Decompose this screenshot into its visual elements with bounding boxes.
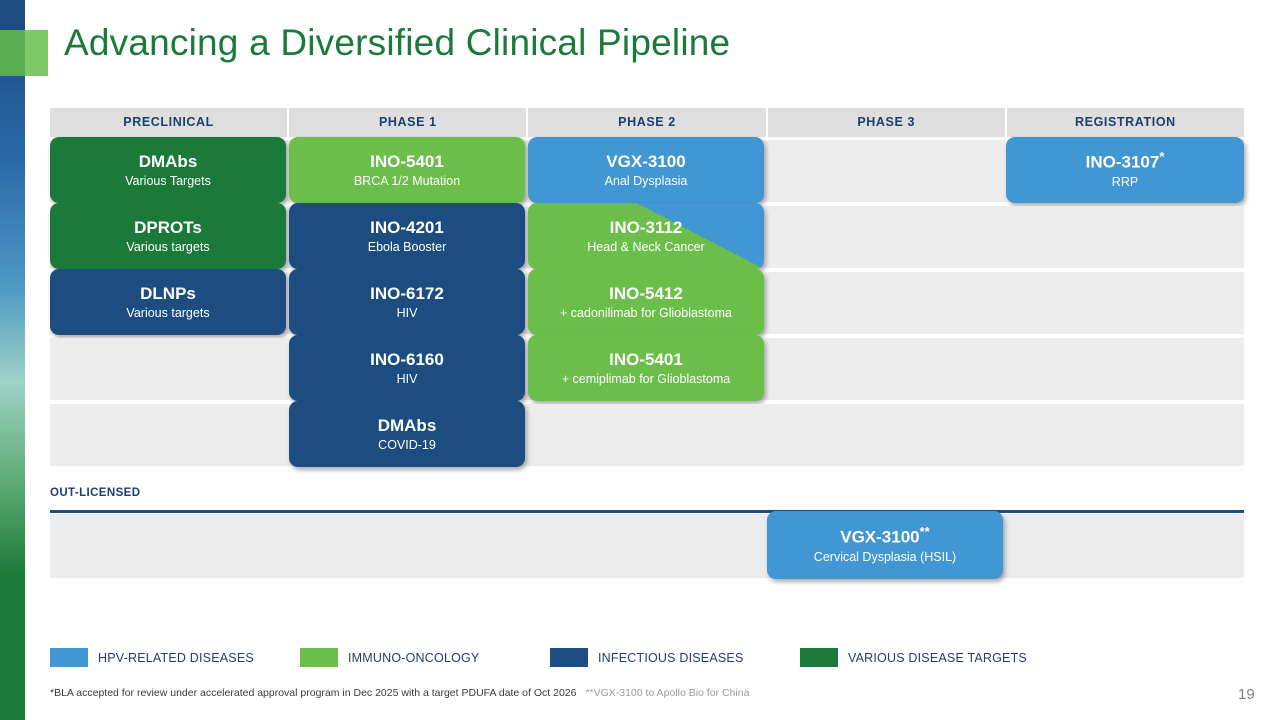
legend-swatch-icon: [50, 648, 88, 667]
pipeline-header-row: PRECLINICAL PHASE 1 PHASE 2 PHASE 3 REGI…: [50, 108, 1245, 137]
pipeline-card-indication: + cadonilimab for Glioblastoma: [560, 306, 732, 321]
pipeline-row: DMAbs Various Targets INO-5401 BRCA 1/2 …: [50, 137, 1244, 203]
decorative-square-green-dark: [0, 30, 25, 76]
pipeline-card[interactable]: INO-3112 Head & Neck Cancer: [528, 203, 764, 269]
pipeline-card[interactable]: DLNPs Various targets: [50, 269, 286, 335]
legend-item-hpv: HPV-RELATED DISEASES: [50, 648, 300, 667]
legend-item-immuno-oncology: IMMUNO-ONCOLOGY: [300, 648, 550, 667]
pipeline-card-indication: HIV: [396, 372, 418, 387]
pipeline-card-code: INO-4201: [370, 217, 444, 237]
decorative-square-green-light: [25, 30, 48, 76]
page-title: Advancing a Diversified Clinical Pipelin…: [64, 22, 731, 63]
pipeline-card-code: VGX-3100: [606, 151, 686, 171]
column-header-phase-3: PHASE 3: [767, 108, 1005, 137]
left-gradient-bar: [0, 0, 25, 720]
footnotes: *BLA accepted for review under accelerat…: [50, 687, 749, 699]
pipeline-card-code: INO-6160: [370, 349, 444, 369]
legend-item-various-targets: VARIOUS DISEASE TARGETS: [800, 648, 1050, 667]
pipeline-card[interactable]: INO-5401 BRCA 1/2 Mutation: [289, 137, 525, 203]
pipeline-row: DLNPs Various targets INO-6172 HIV INO-5…: [50, 269, 1244, 335]
pipeline-card-code: INO-5412: [609, 283, 683, 303]
footnote-marker: *: [1159, 149, 1165, 165]
legend-label: IMMUNO-ONCOLOGY: [348, 650, 480, 665]
pipeline-card-code: DMAbs: [138, 151, 198, 171]
pipeline-card-code: DPROTs: [134, 217, 202, 237]
pipeline-card-code: INO-3112: [609, 217, 683, 237]
pipeline-card-code: DMAbs: [377, 415, 437, 435]
pipeline-card-indication: Anal Dysplasia: [604, 174, 688, 189]
pipeline-card-out-licensed[interactable]: VGX-3100** Cervical Dysplasia (HSIL): [767, 511, 1003, 579]
pipeline-card-indication: HIV: [396, 306, 418, 321]
pipeline-card[interactable]: INO-6172 HIV: [289, 269, 525, 335]
out-licensed-divider: [50, 510, 1244, 513]
pipeline-card-indication: COVID-19: [378, 438, 436, 453]
pipeline-card[interactable]: VGX-3100 Anal Dysplasia: [528, 137, 764, 203]
pipeline-card-code: INO-5401: [370, 151, 444, 171]
pipeline-card-code: DLNPs: [140, 283, 196, 303]
legend-label: VARIOUS DISEASE TARGETS: [848, 650, 1027, 665]
pipeline-card[interactable]: INO-5401 + cemiplimab for Glioblastoma: [528, 335, 764, 401]
pipeline-card-indication: Cervical Dysplasia (HSIL): [813, 550, 957, 565]
legend-swatch-icon: [300, 648, 338, 667]
pipeline-card-indication: Various Targets: [125, 174, 211, 189]
pipeline-card[interactable]: INO-5412 + cadonilimab for Glioblastoma: [528, 269, 764, 335]
column-header-phase-2: PHASE 2: [528, 108, 766, 137]
legend-item-infectious: INFECTIOUS DISEASES: [550, 648, 800, 667]
pipeline-card-indication: Head & Neck Cancer: [587, 240, 705, 255]
slide-number: 19: [1238, 686, 1255, 703]
pipeline-card-indication: Ebola Booster: [367, 240, 447, 255]
pipeline-card[interactable]: DPROTs Various targets: [50, 203, 286, 269]
pipeline-card[interactable]: DMAbs Various Targets: [50, 137, 286, 203]
pipeline-card[interactable]: INO-6160 HIV: [289, 335, 525, 401]
column-header-registration: REGISTRATION: [1006, 108, 1245, 137]
pipeline-card-code: INO-6172: [370, 283, 444, 303]
footnote-primary: *BLA accepted for review under accelerat…: [50, 687, 577, 699]
pipeline-row: DMAbs COVID-19: [50, 401, 1244, 467]
pipeline-table: PRECLINICAL PHASE 1 PHASE 2 PHASE 3 REGI…: [50, 108, 1245, 467]
out-licensed-row: VGX-3100** Cervical Dysplasia (HSIL): [50, 511, 1244, 579]
legend-label: HPV-RELATED DISEASES: [98, 650, 254, 665]
legend-swatch-icon: [550, 648, 588, 667]
legend-label: INFECTIOUS DISEASES: [598, 650, 744, 665]
pipeline-row: DPROTs Various targets INO-4201 Ebola Bo…: [50, 203, 1244, 269]
pipeline-card-code: INO-5401: [609, 349, 683, 369]
column-header-preclinical: PRECLINICAL: [50, 108, 288, 137]
pipeline-card-indication: + cemiplimab for Glioblastoma: [561, 372, 731, 387]
pipeline-card-indication: RRP: [1111, 175, 1139, 190]
footnote-secondary: **VGX-3100 to Apollo Bio for China: [585, 687, 750, 699]
pipeline-row: INO-6160 HIV INO-5401 + cemiplimab for G…: [50, 335, 1244, 401]
pipeline-card[interactable]: INO-4201 Ebola Booster: [289, 203, 525, 269]
pipeline-card-indication: BRCA 1/2 Mutation: [353, 174, 461, 189]
pipeline-card-code: VGX-3100**: [840, 524, 930, 547]
column-header-phase-1: PHASE 1: [289, 108, 527, 137]
pipeline-card-code: INO-3107*: [1085, 149, 1165, 172]
legend: HPV-RELATED DISEASES IMMUNO-ONCOLOGY INF…: [50, 648, 1050, 667]
footnote-marker: **: [919, 524, 930, 540]
out-licensed-label: OUT-LICENSED: [50, 487, 141, 499]
legend-swatch-icon: [800, 648, 838, 667]
pipeline-card-indication: Various targets: [126, 306, 210, 321]
pipeline-card[interactable]: INO-3107* RRP: [1006, 137, 1244, 203]
pipeline-card-indication: Various targets: [126, 240, 210, 255]
pipeline-card[interactable]: DMAbs COVID-19: [289, 401, 525, 467]
